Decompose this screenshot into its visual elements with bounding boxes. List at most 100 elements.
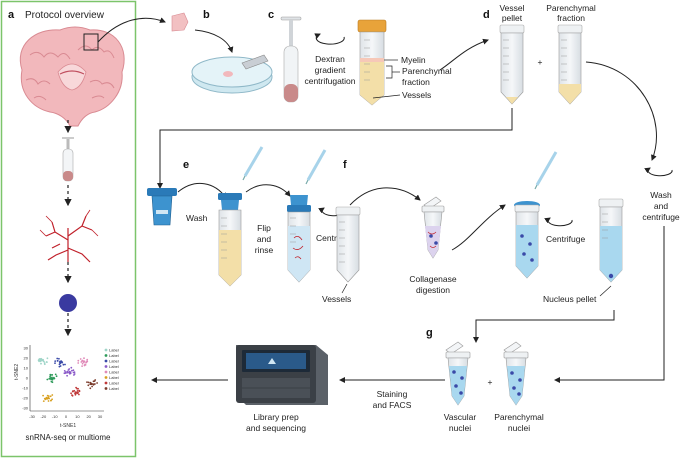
centrifuge-e-label: Centrifuge <box>316 233 355 243</box>
tsne-legend-label: Label <box>109 375 119 380</box>
dextran-label-1: Dextran <box>315 54 345 64</box>
tsne-point <box>89 381 92 384</box>
wash-centrifuge-3: centrifuge <box>642 212 680 222</box>
tsne-point <box>47 395 50 397</box>
panel-letter-b: b <box>203 9 210 21</box>
tissue-piece-icon <box>171 12 189 32</box>
tsne-point <box>83 364 86 367</box>
dounce-homogenizer-icon <box>280 16 302 103</box>
tsne-point <box>69 372 72 375</box>
tsne-legend-swatch <box>104 365 108 368</box>
flip-rinse-3: rinse <box>255 245 274 255</box>
tsne-point <box>72 371 75 374</box>
tsne-point <box>64 371 67 373</box>
tsne-point <box>81 362 84 365</box>
parenchymal-nuclei-label-1: Parenchymal <box>494 412 544 422</box>
pipette-icon-e1 <box>242 146 264 181</box>
tsne-point <box>75 392 77 395</box>
tsne-ytick: 10 <box>24 366 29 371</box>
arrow-e-flip <box>245 184 291 197</box>
tsne-point <box>81 360 83 362</box>
vascular-nuclei-label-2: nuclei <box>449 423 471 433</box>
tsne-point <box>39 360 42 363</box>
nucleus-pellet-leader <box>599 285 612 297</box>
dextran-label-3: centrifugation <box>304 76 355 86</box>
tsne-ytick: 30 <box>24 346 29 351</box>
panel-letter-a: a <box>8 9 15 21</box>
tsne-point <box>49 373 52 376</box>
tsne-legend-label: Label <box>109 364 119 369</box>
overview-caption: snRNA-seq or multiome <box>26 433 111 442</box>
tsne-point <box>59 365 62 367</box>
tsne-point <box>47 400 50 402</box>
tsne-point <box>51 394 54 396</box>
collagenase-label-1: Collagenase <box>409 274 457 284</box>
flipped-strainer-tube-icon <box>287 195 311 283</box>
tsne-point <box>77 391 79 394</box>
overview-syringe-icon <box>62 137 74 182</box>
tsne-point <box>40 362 42 365</box>
tsne-point <box>83 360 86 363</box>
tsne-point <box>42 400 45 402</box>
centrifuge-rotate-icon-f <box>544 217 573 227</box>
tsne-legend-swatch <box>104 387 108 390</box>
tsne-point <box>83 357 85 360</box>
petri-dish-icon <box>191 54 273 94</box>
wash-centrifuge-1: Wash <box>650 190 672 200</box>
tsne-point <box>78 393 80 396</box>
tsne-point <box>43 397 46 400</box>
tsne-xtick: 20 <box>86 414 91 419</box>
arrow-collagenase-to-tube <box>451 204 506 251</box>
centrifuge-f-label: Centrifuge <box>546 234 585 244</box>
pipette-icon-f <box>534 151 558 190</box>
tsne-point <box>49 375 51 378</box>
filter-tube-f-icon <box>514 201 540 279</box>
arrow-vessels-to-eppendorf <box>349 187 421 206</box>
tsne-legend-swatch <box>104 354 108 357</box>
tsne-point <box>77 359 80 362</box>
arrow-c-to-d <box>439 38 489 71</box>
tsne-xtick: -30 <box>29 414 36 419</box>
tsne-point <box>86 358 89 361</box>
wash-centrifuge-2: and <box>654 201 668 211</box>
parenchymal-fraction-c-2: fraction <box>402 77 430 87</box>
arrow-brain-to-b <box>97 17 166 43</box>
tsne-point <box>48 397 50 400</box>
tsne-point <box>48 377 51 380</box>
tsne-point <box>66 370 69 373</box>
brain-illustration <box>19 26 125 127</box>
tsne-point <box>73 374 75 376</box>
wash-label: Wash <box>186 213 208 223</box>
tsne-point <box>71 369 73 372</box>
arrow-d-to-e <box>157 108 513 189</box>
vessels-f-label: Vessels <box>322 294 351 304</box>
staining-label-1: Staining <box>377 389 408 399</box>
sequencer-icon <box>236 345 328 405</box>
parenchymal-nuclei-tube-icon <box>503 341 529 406</box>
arrow-tissue-to-dish <box>194 29 234 53</box>
flip-rinse-2: and <box>257 234 271 244</box>
library-label-1: Library prep <box>253 412 299 422</box>
vessels-f-leader <box>341 283 348 294</box>
cell-strainer-icon <box>147 188 177 226</box>
tsne-legend-label: Label <box>109 348 119 353</box>
tsne-point <box>73 389 76 392</box>
plus-sign-d: + <box>538 57 543 67</box>
tsne-point <box>50 399 52 402</box>
overview-vessels-icon <box>39 209 99 263</box>
tsne-point <box>81 365 83 367</box>
tsne-point <box>76 390 79 392</box>
tsne-point <box>38 360 40 363</box>
tsne-xtick: 10 <box>75 414 80 419</box>
tsne-ytick: -20 <box>22 396 29 401</box>
tsne-xtick: -10 <box>52 414 59 419</box>
pipette-icon-e2 <box>305 149 327 185</box>
tsne-point <box>43 360 45 363</box>
tsne-point <box>78 390 81 393</box>
parenchymal-fraction-d-1: Parenchymal <box>546 3 596 13</box>
tsne-legend-label: Label <box>109 359 119 364</box>
tsne-point <box>51 398 53 401</box>
parenchymal-fraction-tube-icon <box>557 24 583 105</box>
tsne-point <box>70 366 73 369</box>
vessel-pellet-label-1: Vessel <box>499 3 524 13</box>
